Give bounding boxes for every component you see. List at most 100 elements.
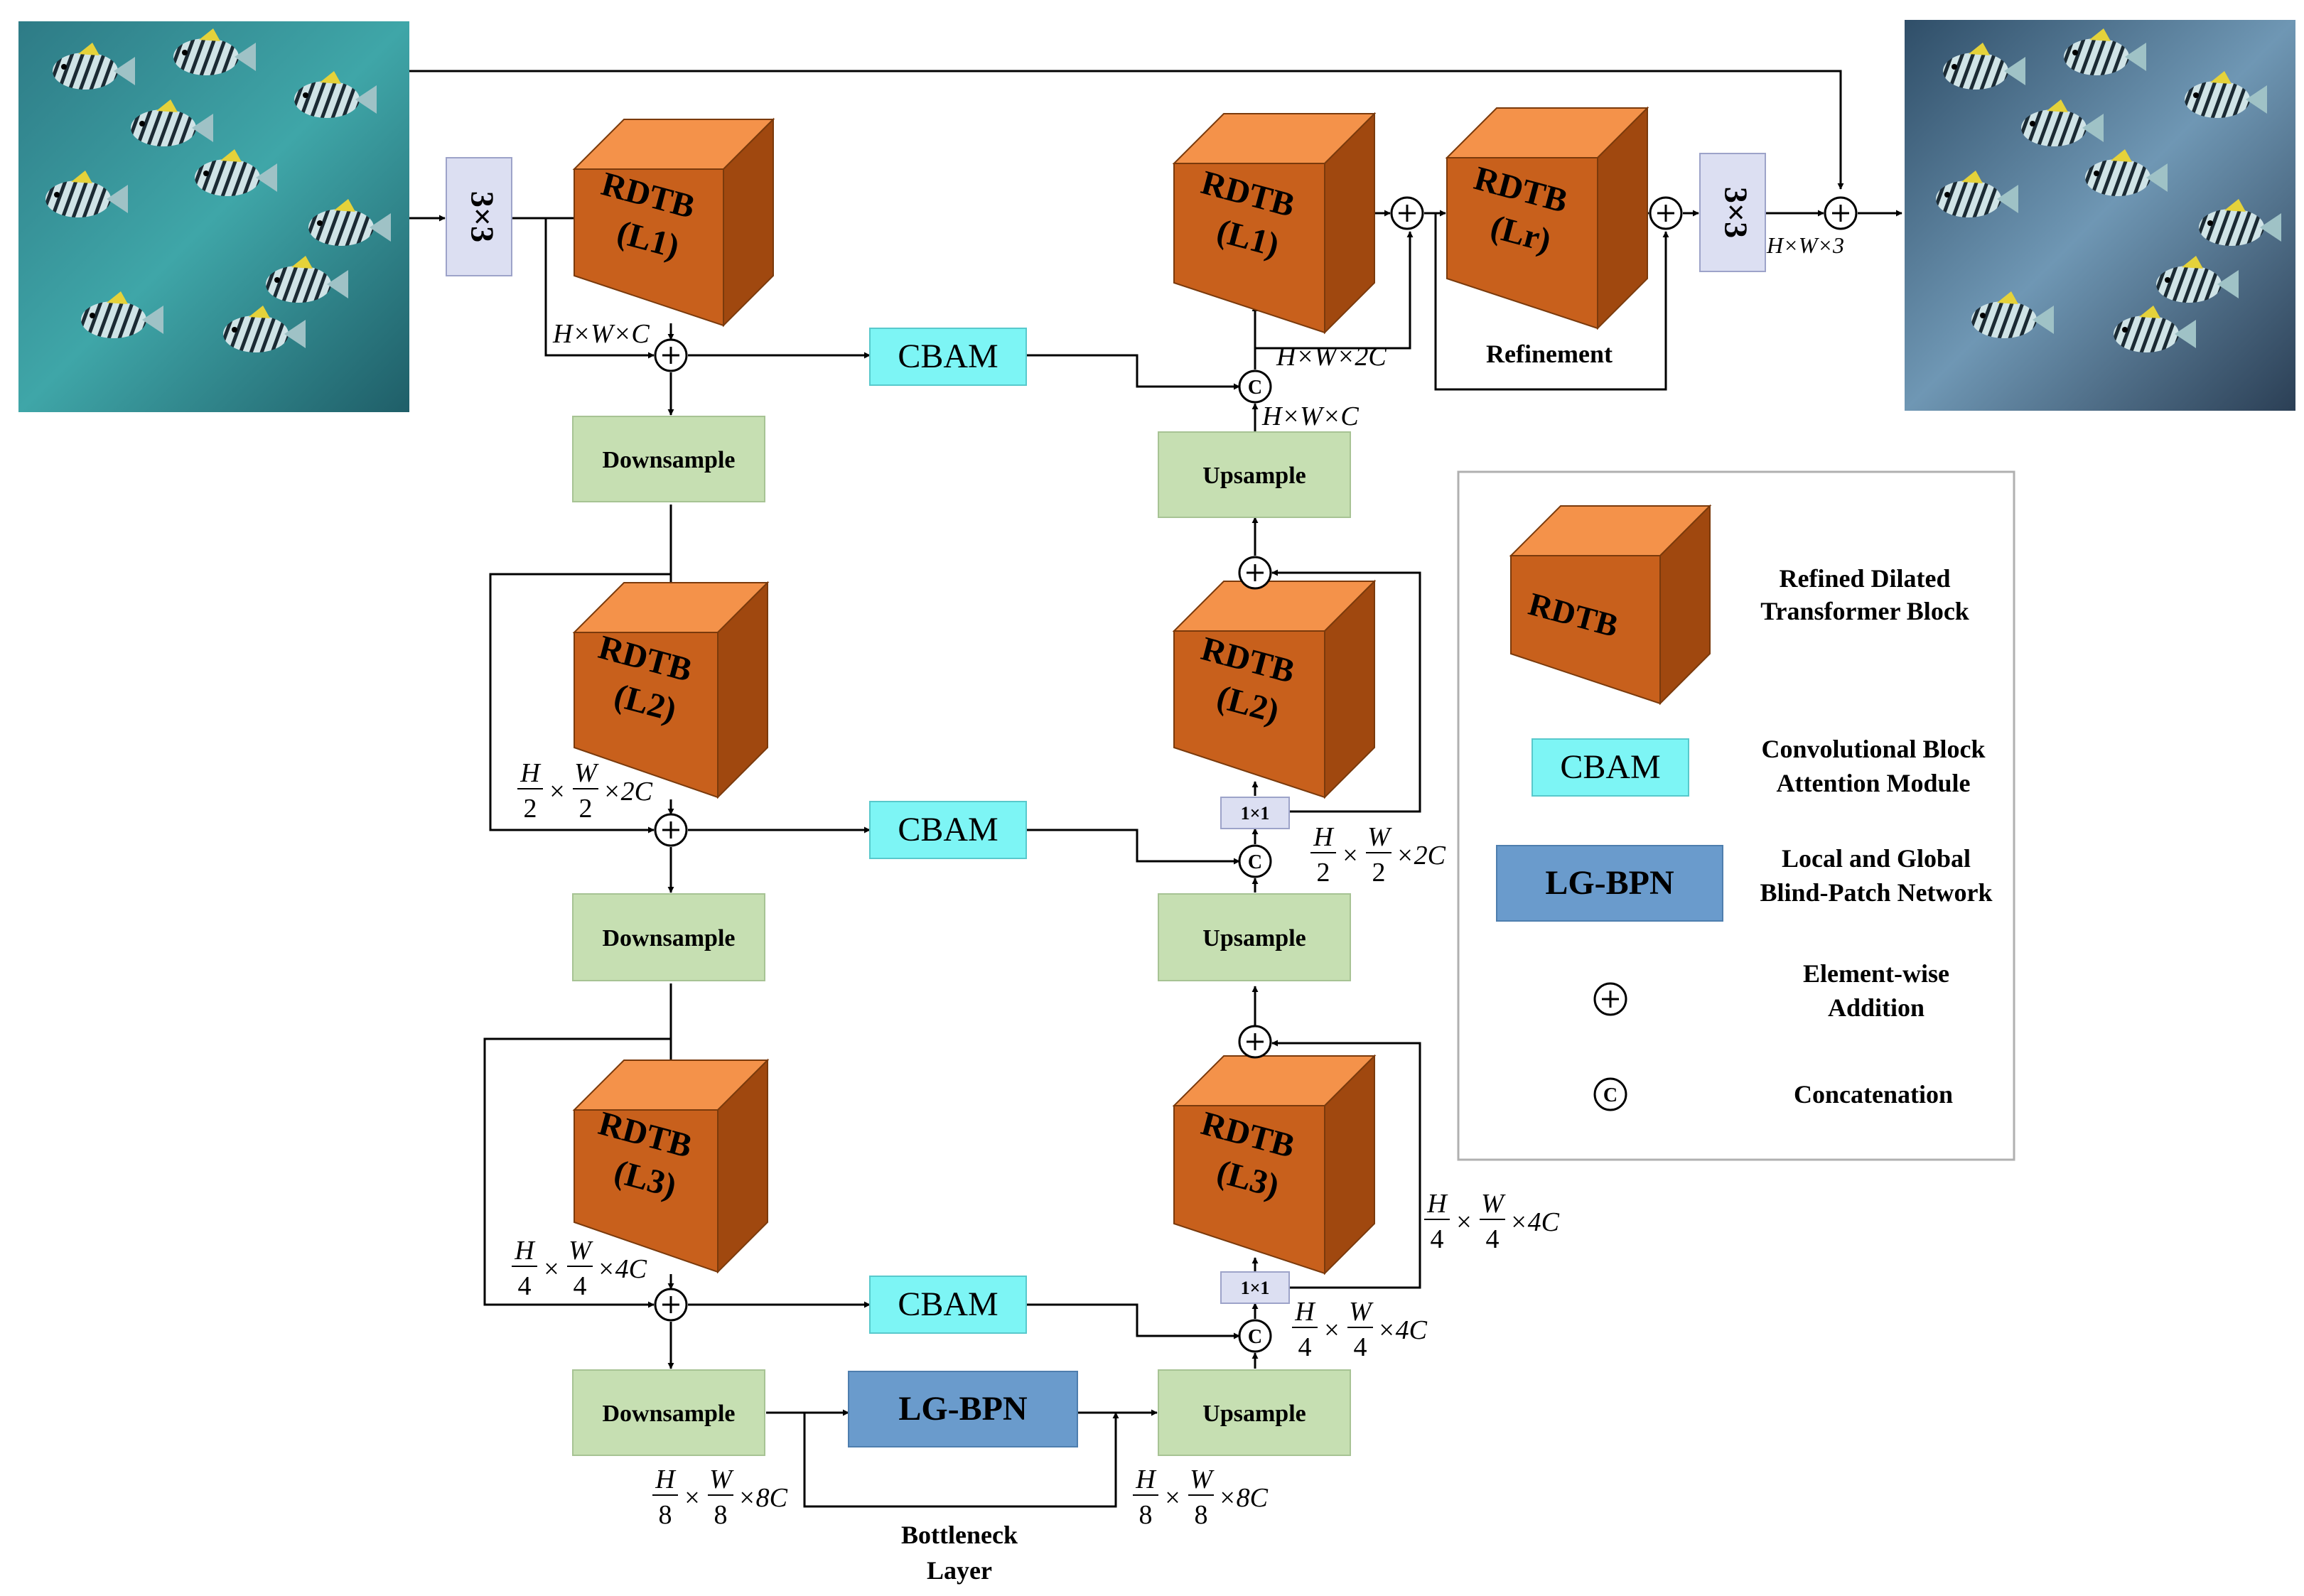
svg-text:CBAM: CBAM xyxy=(898,1285,998,1323)
cbam-level1: CBAM xyxy=(869,328,1027,386)
svg-text:×2C: ×2C xyxy=(603,777,653,807)
svg-text:2: 2 xyxy=(524,794,537,824)
svg-text:4: 4 xyxy=(1431,1224,1444,1254)
rdtb-decoder-l3: RDTB (L3) xyxy=(1172,1054,1377,1276)
dim-label-hw3: H×W×3 xyxy=(1766,232,1844,258)
legend-lgbpn-swatch: LG-BPN xyxy=(1496,845,1723,922)
svg-text:Downsample: Downsample xyxy=(602,1401,735,1427)
svg-text:4: 4 xyxy=(518,1271,532,1301)
concat-node-2: C xyxy=(1238,844,1272,878)
svg-text:4: 4 xyxy=(1298,1332,1312,1362)
dim-fraction-bottleneck-out: H 8 × W 8 ×8C xyxy=(1133,1465,1269,1530)
add-node-enc1 xyxy=(654,338,688,372)
downsample-3: Downsample xyxy=(572,1369,765,1456)
svg-text:LG-BPN: LG-BPN xyxy=(1545,864,1674,902)
rdtb-decoder-l1: RDTB (L1) xyxy=(1172,112,1377,335)
add-node-dec2 xyxy=(1238,556,1272,590)
svg-text:×: × xyxy=(544,1254,559,1284)
dim-label-hwc-dec: H×W×C xyxy=(1261,401,1359,431)
bottleneck-label-line1: Bottleneck xyxy=(901,1521,1018,1549)
svg-text:W: W xyxy=(709,1465,734,1494)
svg-text:×4C: ×4C xyxy=(597,1254,647,1284)
input-image xyxy=(18,21,409,412)
add-node-refine xyxy=(1649,196,1683,230)
svg-text:2: 2 xyxy=(579,794,593,824)
svg-text:H: H xyxy=(655,1465,677,1494)
dim-fraction-bottleneck-in: H 8 × W 8 ×8C xyxy=(652,1465,788,1530)
add-node-final xyxy=(1824,196,1858,230)
svg-text:H: H xyxy=(1313,822,1335,852)
legend-lgbpn-line2: Blind-Patch Network xyxy=(1760,878,1993,907)
legend-cbam-line2: Attention Module xyxy=(1777,769,1971,797)
rdtb-encoder-l2: RDTB (L2) xyxy=(572,581,770,799)
svg-text:Downsample: Downsample xyxy=(602,447,735,473)
svg-text:1×1: 1×1 xyxy=(1241,1278,1270,1298)
dim-fraction-dec3: H 4 × W 4 ×4C xyxy=(1292,1297,1428,1362)
svg-text:LG-BPN: LG-BPN xyxy=(898,1390,1028,1428)
svg-text:4: 4 xyxy=(1354,1332,1367,1362)
legend-lgbpn-line1: Local and Global xyxy=(1782,844,1971,873)
upsample-3: Upsample xyxy=(1158,1369,1351,1456)
svg-text:C: C xyxy=(1248,851,1262,873)
lg-bpn-block: LG-BPN xyxy=(848,1371,1078,1447)
svg-text:H: H xyxy=(520,758,542,788)
svg-text:Upsample: Upsample xyxy=(1202,1401,1306,1427)
svg-text:2: 2 xyxy=(1317,858,1330,888)
svg-text:2: 2 xyxy=(1372,858,1386,888)
svg-text:H: H xyxy=(1135,1465,1157,1494)
svg-text:CBAM: CBAM xyxy=(898,338,998,375)
cbam-level2: CBAM xyxy=(869,801,1027,859)
svg-text:×4C: ×4C xyxy=(1377,1315,1428,1345)
svg-text:×: × xyxy=(1324,1315,1339,1345)
svg-text:3×3: 3×3 xyxy=(464,191,500,242)
legend-add-icon xyxy=(1593,982,1627,1016)
conv-3x3-input: 3×3 xyxy=(446,157,512,276)
dim-label-hwc-enc: H×W×C xyxy=(552,319,650,349)
legend-cbam-line1: Convolutional Block xyxy=(1761,735,1985,763)
upsample-1: Upsample xyxy=(1158,431,1351,518)
legend-cbam-swatch: CBAM xyxy=(1531,738,1689,797)
rdtb-encoder-l1: RDTB (L1) xyxy=(572,117,775,328)
svg-text:8: 8 xyxy=(659,1500,672,1530)
add-node-dec1 xyxy=(1390,196,1424,230)
svg-text:CBAM: CBAM xyxy=(898,811,998,848)
legend-rdtb-cube: RDTB xyxy=(1509,504,1712,706)
svg-text:×4C: ×4C xyxy=(1509,1207,1560,1237)
conv-3x3-output: 3×3 xyxy=(1699,153,1766,272)
rdtb-refinement: RDTB (Lr) xyxy=(1445,106,1649,330)
dim-fraction-enc3: H 4 × W 4 ×4C xyxy=(512,1236,647,1301)
downsample-1: Downsample xyxy=(572,416,765,502)
svg-text:CBAM: CBAM xyxy=(1560,748,1660,786)
svg-text:H: H xyxy=(514,1236,536,1266)
add-node-enc2 xyxy=(654,813,688,847)
bottleneck-label-line2: Layer xyxy=(927,1556,992,1585)
cbam-level3: CBAM xyxy=(869,1276,1027,1334)
rdtb-encoder-l3: RDTB (L3) xyxy=(572,1058,770,1274)
output-image xyxy=(1905,20,2295,411)
refinement-label: Refinement xyxy=(1486,340,1613,368)
svg-text:W: W xyxy=(1349,1297,1374,1327)
svg-text:W: W xyxy=(1190,1465,1215,1494)
svg-text:×: × xyxy=(684,1483,699,1513)
svg-text:W: W xyxy=(1481,1189,1506,1219)
concat-node-3: C xyxy=(1238,1319,1272,1353)
svg-text:×: × xyxy=(1456,1207,1471,1237)
svg-text:W: W xyxy=(569,1236,593,1266)
legend-panel: RDTB Refined Dilated Transformer Block C… xyxy=(1457,470,2015,1161)
dim-fraction-enc2: H 2 × W 2 ×2C xyxy=(517,758,653,824)
add-node-enc3 xyxy=(654,1288,688,1322)
add-node-dec3 xyxy=(1238,1025,1272,1059)
svg-text:Upsample: Upsample xyxy=(1202,463,1306,489)
svg-text:×8C: ×8C xyxy=(738,1483,788,1513)
legend-concat-icon: C xyxy=(1593,1077,1627,1111)
dim-fraction-dec3-residual: H 4 × W 4 ×4C xyxy=(1424,1189,1560,1254)
svg-text:H: H xyxy=(1294,1297,1316,1327)
svg-text:8: 8 xyxy=(1195,1500,1208,1530)
svg-text:4: 4 xyxy=(1486,1224,1500,1254)
svg-text:Upsample: Upsample xyxy=(1202,925,1306,951)
svg-text:8: 8 xyxy=(1139,1500,1153,1530)
svg-text:×8C: ×8C xyxy=(1218,1483,1269,1513)
legend-rdtb-line2: Transformer Block xyxy=(1760,597,1969,625)
svg-text:1×1: 1×1 xyxy=(1241,803,1270,824)
rdtb-decoder-l2: RDTB (L2) xyxy=(1172,579,1377,799)
